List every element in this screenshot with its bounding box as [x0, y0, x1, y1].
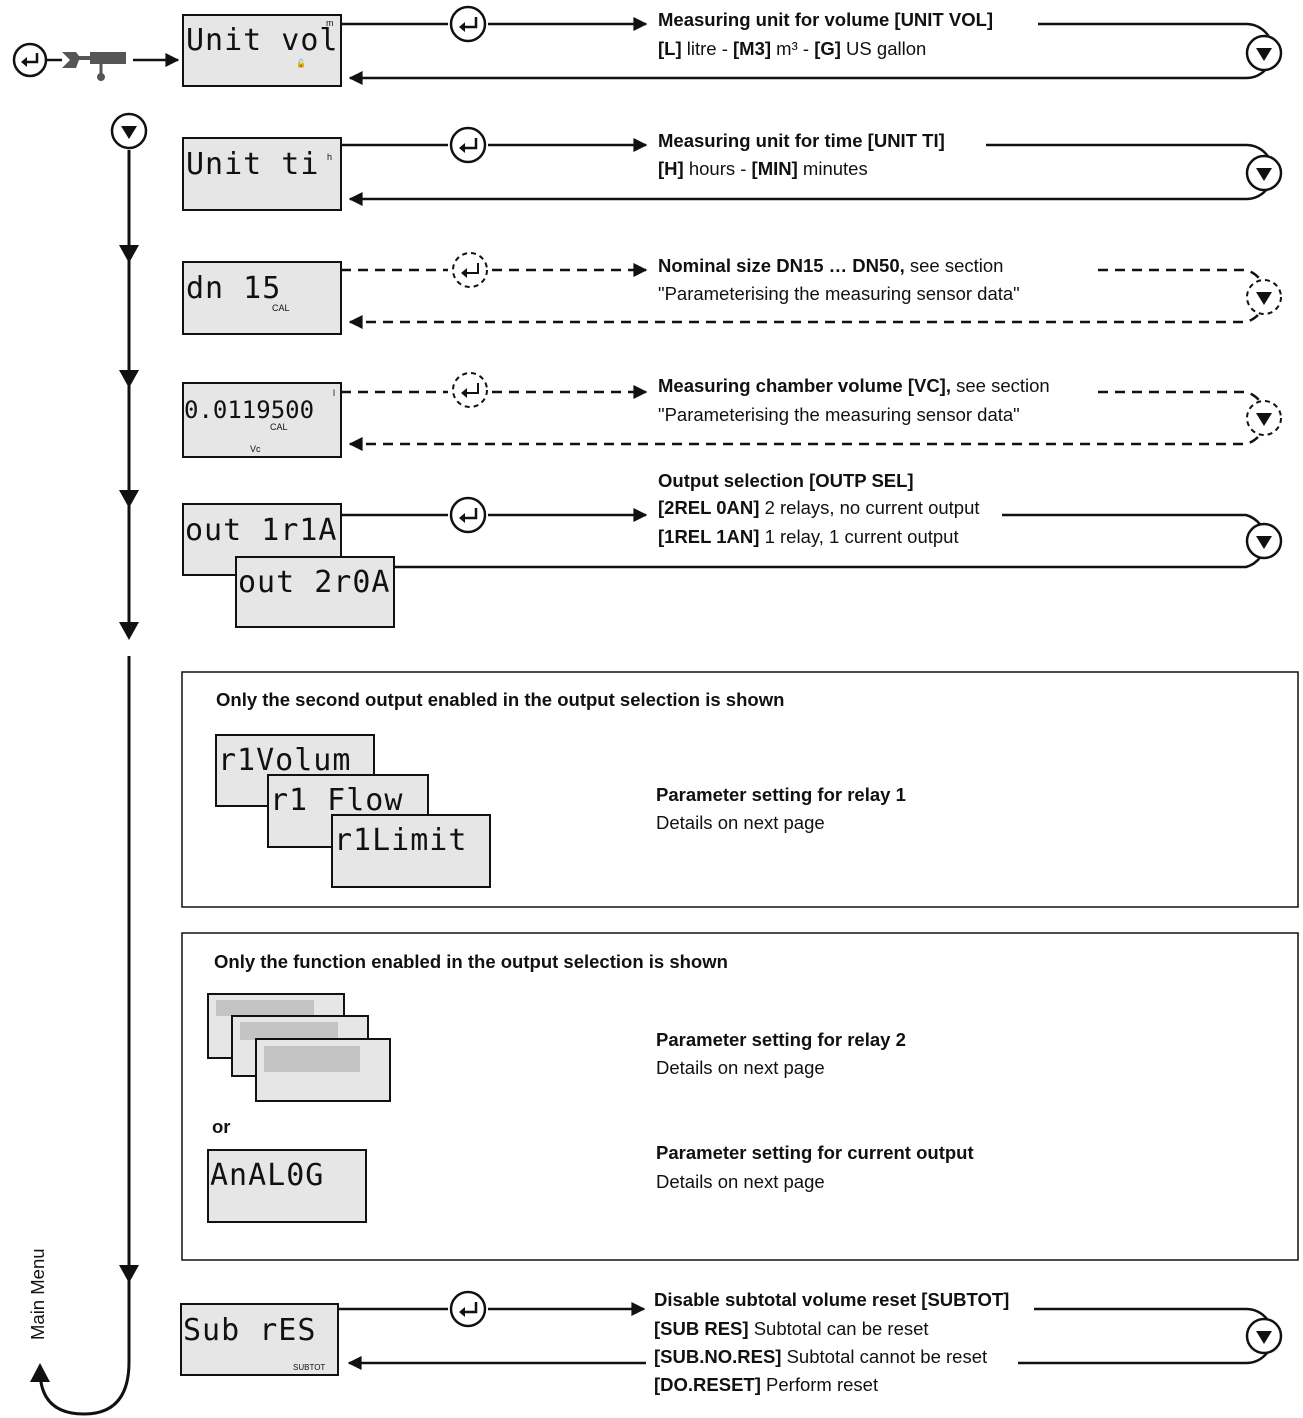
row6-option2: [SUB.NO.RES] Subtotal cannot be reset — [654, 1346, 987, 1367]
svg-text:Vc: Vc — [250, 444, 261, 454]
row2-options: [H] hours - [MIN] minutes — [658, 158, 868, 179]
relay1-box — [181, 671, 1299, 908]
row5-option2: [1REL 1AN] 1 relay, 1 current output — [658, 526, 959, 547]
svg-text:0.0119500: 0.0119500 — [184, 396, 314, 424]
svg-text:r1 Flow: r1 Flow — [270, 783, 403, 818]
wrench-icon — [62, 52, 126, 81]
lcd-out2: out 2r0A — [235, 556, 395, 628]
spine-arrow — [119, 622, 139, 640]
row4-line2: "Parameterising the measuring sensor dat… — [658, 404, 1020, 425]
lcd-blank-c — [255, 1038, 391, 1102]
row6-option3: [DO.RESET] Perform reset — [654, 1374, 878, 1395]
down-nav-icon — [1246, 400, 1282, 436]
row5-option1: [2REL 0AN] 2 relays, no current output — [658, 497, 980, 518]
box2-param1-title: Parameter setting for relay 2 — [656, 1029, 906, 1050]
svg-text:r1Volum: r1Volum — [218, 743, 351, 778]
spine-arrow — [119, 1265, 139, 1283]
lcd-sub-res: Sub rES SUBTOT — [180, 1303, 339, 1376]
lcd-dn15: dn 15 CAL — [182, 261, 342, 335]
return-arrow — [30, 1363, 50, 1382]
down-nav-icon — [1246, 279, 1282, 315]
row5-title: Output selection [OUTP SEL] — [658, 470, 914, 491]
svg-text:m: m — [326, 18, 334, 28]
row4-title: Measuring chamber volume [VC], see secti… — [658, 375, 1050, 396]
box2-param2-sub: Details on next page — [656, 1171, 825, 1192]
svg-text:h: h — [327, 152, 332, 162]
entry-enter-icon — [12, 42, 48, 78]
svg-text:SUBTOT: SUBTOT — [293, 1363, 325, 1372]
enter-button-icon — [452, 372, 488, 408]
row6-return — [1018, 1307, 1275, 1365]
box1-param-title: Parameter setting for relay 1 — [656, 784, 906, 805]
function-box — [181, 932, 1299, 1261]
spine-arrow — [119, 245, 139, 263]
enter-button-icon — [449, 496, 487, 534]
svg-text:dn 15: dn 15 — [186, 271, 281, 306]
main-menu-label: Main Menu — [27, 1248, 48, 1340]
row1-title: Measuring unit for volume [UNIT VOL] — [658, 9, 993, 30]
enter-button-icon — [452, 252, 488, 288]
row1-options: [L] litre - [M3] m³ - [G] US gallon — [658, 38, 926, 59]
down-nav-icon — [1245, 522, 1283, 560]
svg-text:Unit ti: Unit ti — [186, 147, 319, 182]
svg-text:CAL: CAL — [270, 422, 288, 432]
lock-icon: 🔓 — [296, 58, 306, 68]
box2-param1-sub: Details on next page — [656, 1057, 825, 1078]
svg-text:Sub rES: Sub rES — [183, 1313, 316, 1348]
row3-return — [348, 268, 1267, 329]
box2-param2-title: Parameter setting for current output — [656, 1142, 974, 1163]
enter-button-icon — [449, 5, 487, 43]
lcd-vc: 0.0119500 l CAL Vc — [182, 382, 342, 458]
down-nav-icon — [1245, 154, 1283, 192]
svg-text:l: l — [333, 388, 335, 398]
svg-text:out 1r1A: out 1r1A — [185, 513, 338, 548]
down-nav-icon — [110, 112, 148, 150]
or-label: or — [212, 1116, 231, 1137]
svg-text:Unit vol: Unit vol — [186, 23, 339, 58]
row2-title: Measuring unit for time [UNIT TI] — [658, 130, 945, 151]
svg-text:CAL: CAL — [272, 303, 290, 313]
enter-button-icon — [449, 126, 487, 164]
svg-text:AnAL0G: AnAL0G — [210, 1158, 324, 1193]
svg-text:out 2r0A: out 2r0A — [238, 565, 391, 600]
row4-return — [348, 390, 1267, 451]
lcd-analog: AnAL0G — [207, 1149, 367, 1223]
down-nav-icon — [1245, 34, 1283, 72]
lcd-unit-ti: Unit ti h — [182, 137, 342, 211]
lcd-relay1-c: r1Limit — [331, 814, 491, 888]
row6-title: Disable subtotal volume reset [SUBTOT] — [654, 1289, 1009, 1310]
row3-line2: "Parameterising the measuring sensor dat… — [658, 283, 1020, 304]
row3-title: Nominal size DN15 … DN50, see section — [658, 255, 1003, 276]
svg-text:r1Limit: r1Limit — [334, 823, 467, 858]
enter-button-icon — [449, 1290, 487, 1328]
down-nav-icon — [1245, 1317, 1283, 1355]
lcd-unit-vol: Unit vol m 🔓 — [182, 14, 342, 87]
spine-arrow — [119, 370, 139, 388]
row6-option1: [SUB RES] Subtotal can be reset — [654, 1318, 929, 1339]
return-curve — [38, 1285, 131, 1416]
box1-heading: Only the second output enabled in the ou… — [216, 689, 784, 710]
spine-arrow — [119, 490, 139, 508]
box1-param-sub: Details on next page — [656, 812, 825, 833]
box2-heading: Only the function enabled in the output … — [214, 951, 728, 972]
